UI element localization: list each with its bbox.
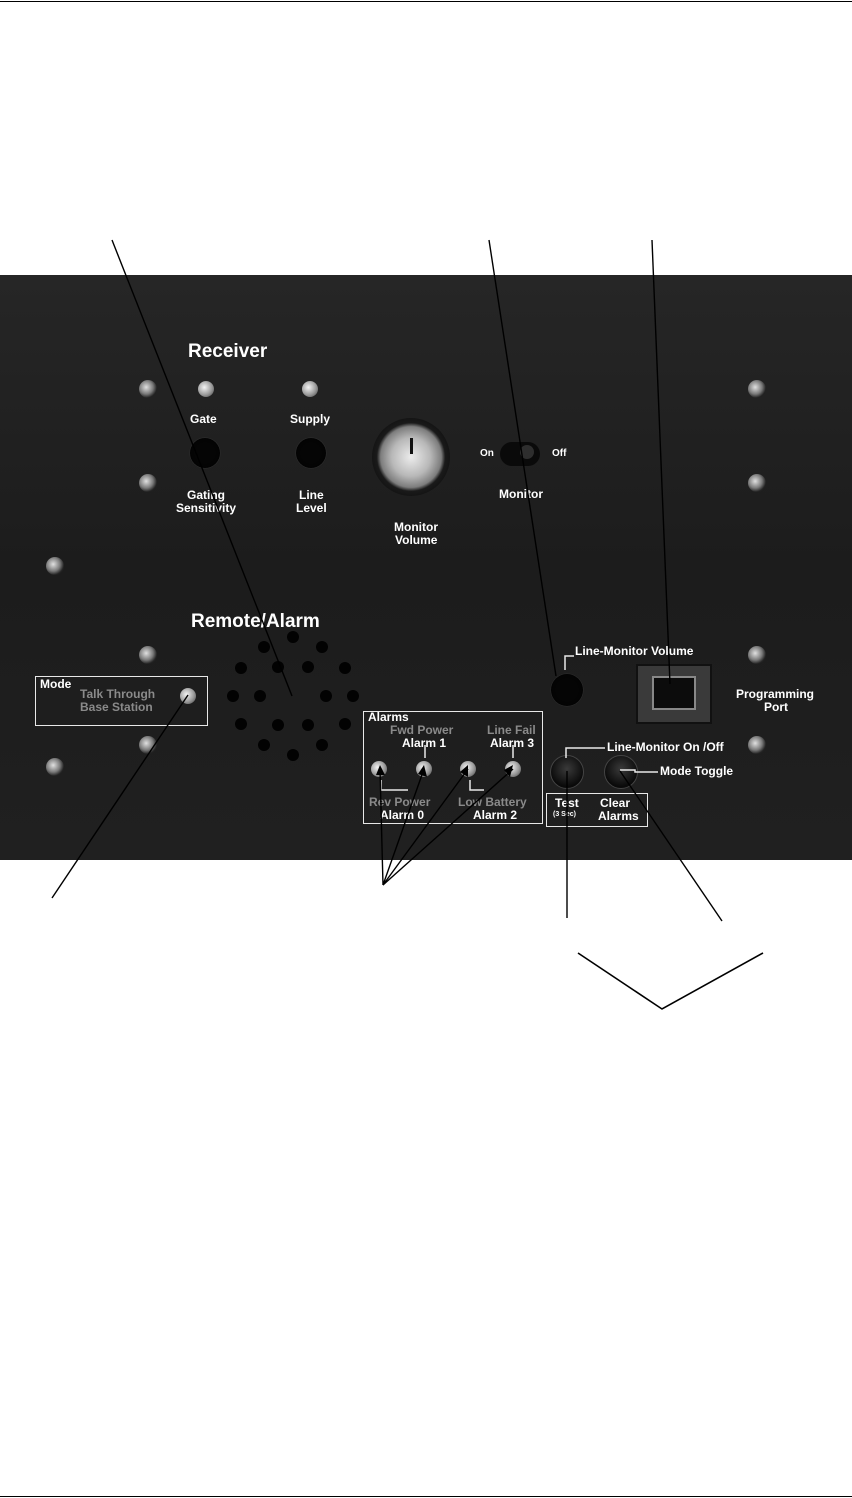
- remote-alarm-title: Remote/Alarm: [191, 611, 320, 632]
- screw: [748, 646, 766, 664]
- alarm0-led: [371, 761, 387, 777]
- programming-label-2: Port: [764, 700, 788, 714]
- monitor-toggle-switch[interactable]: [500, 442, 540, 466]
- supply-label: Supply: [290, 412, 331, 426]
- monitor-volume-label-2: Volume: [395, 533, 438, 547]
- monitor-label: Monitor: [499, 487, 543, 501]
- speaker-hole: [316, 641, 328, 653]
- clear-label-2: Alarms: [598, 809, 639, 823]
- speaker-hole: [316, 739, 328, 751]
- screw: [46, 758, 64, 776]
- speaker-hole: [272, 719, 284, 731]
- programming-port[interactable]: [636, 664, 712, 724]
- speaker-hole: [302, 661, 314, 673]
- clear-alarms-button[interactable]: [604, 755, 638, 789]
- screw: [139, 474, 157, 492]
- speaker-hole: [235, 718, 247, 730]
- mode-toggle-label: Mode Toggle: [660, 764, 734, 778]
- alarm3-led: [505, 761, 521, 777]
- speaker-hole: [320, 690, 332, 702]
- monitor-volume-knob[interactable]: [372, 418, 450, 496]
- bottom-rule: [0, 1496, 852, 1497]
- top-rule: [0, 1, 852, 2]
- alarm2-label: Alarm 2: [473, 808, 518, 822]
- speaker-hole: [287, 631, 299, 643]
- programming-port-socket: [652, 676, 696, 710]
- programming-label-1: Programming: [736, 687, 815, 701]
- gate-led: [198, 381, 214, 397]
- knob-indicator: [410, 438, 413, 454]
- speaker-hole: [272, 661, 284, 673]
- supply-led: [302, 381, 318, 397]
- line-level-label-1: Line: [299, 488, 324, 502]
- monitor-volume-label-1: Monitor: [394, 520, 438, 534]
- line-level-label-2: Level: [296, 501, 327, 515]
- toggle-bat: [520, 445, 534, 459]
- alarm3-label: Alarm 3: [490, 736, 535, 750]
- screw: [139, 380, 157, 398]
- speaker-hole: [227, 690, 239, 702]
- test-label: Test: [555, 796, 579, 810]
- line-fail-label: Line Fail: [487, 723, 536, 737]
- line-monitor-volume-label: Line-Monitor Volume: [575, 644, 694, 658]
- alarms-title: Alarms: [368, 710, 409, 724]
- alarm0-label: Alarm 0: [380, 808, 425, 822]
- gating-label-2: Sensitivity: [176, 501, 237, 515]
- screw: [139, 646, 157, 664]
- on-label: On: [480, 448, 494, 459]
- screw: [748, 380, 766, 398]
- speaker-hole: [287, 749, 299, 761]
- speaker-hole: [339, 662, 351, 674]
- line-monitor-onoff-label: Line-Monitor On /Off: [607, 740, 724, 754]
- screw: [46, 557, 64, 575]
- fwd-power-label: Fwd Power: [390, 723, 454, 737]
- speaker-hole: [258, 739, 270, 751]
- speaker-hole: [347, 690, 359, 702]
- speaker-hole: [258, 641, 270, 653]
- line-monitor-volume-control[interactable]: [551, 674, 583, 706]
- line-level-control[interactable]: [296, 438, 326, 468]
- off-label: Off: [552, 448, 567, 459]
- screw: [139, 736, 157, 754]
- mode-led: [180, 688, 196, 704]
- speaker-hole: [302, 719, 314, 731]
- alarm1-led: [416, 761, 432, 777]
- mode-label: Mode: [40, 677, 72, 691]
- test-button[interactable]: [550, 755, 584, 789]
- v-bracket: [577, 952, 764, 1010]
- speaker-hole: [235, 662, 247, 674]
- alarm2-led: [460, 761, 476, 777]
- test-sub-label: (3 Sec): [553, 811, 576, 818]
- gating-sensitivity-control[interactable]: [190, 438, 220, 468]
- base-station-label: Base Station: [80, 700, 153, 714]
- screw: [748, 474, 766, 492]
- speaker-hole: [254, 690, 266, 702]
- receiver-title: Receiver: [188, 341, 268, 362]
- gate-label: Gate: [190, 412, 217, 426]
- speaker-hole: [339, 718, 351, 730]
- alarm1-label: Alarm 1: [402, 736, 447, 750]
- screw: [748, 736, 766, 754]
